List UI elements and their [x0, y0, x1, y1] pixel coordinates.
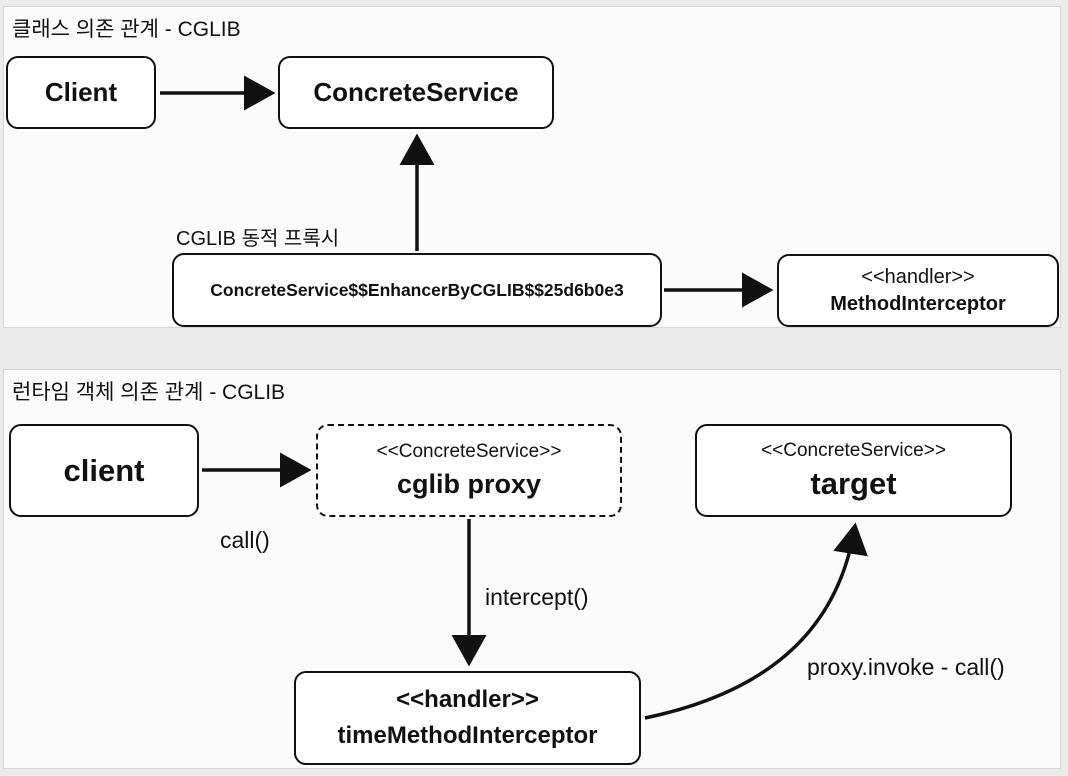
cglib-proxy-label: cglib proxy: [396, 468, 542, 499]
cglib-proxy-stereotype: <<ConcreteService>>: [376, 440, 562, 462]
concrete-service-class-box: ConcreteService: [278, 56, 554, 129]
target-label: target: [810, 465, 897, 501]
cglib-proxy-caption: CGLIB 동적 프록시: [176, 228, 340, 250]
enhancer-class-box: ConcreteService$$EnhancerByCGLIB$$25d6b0…: [172, 253, 662, 327]
time-method-interceptor-object-box: <<handler>> timeMethodInterceptor: [294, 671, 641, 765]
cglib-proxy-object-box: <<ConcreteService>> cglib proxy: [316, 424, 622, 517]
concrete-service-class-label: ConcreteService: [313, 77, 519, 107]
target-stereotype: <<ConcreteService>>: [761, 439, 946, 461]
proxy-invoke-label: proxy.invoke - call(): [807, 654, 1005, 680]
time-method-interceptor-stereotype: <<handler>>: [396, 686, 539, 713]
time-method-interceptor-label: timeMethodInterceptor: [337, 722, 598, 749]
client-object-label: client: [63, 452, 145, 488]
class-panel-title: 클래스 의존 관계 - CGLIB: [12, 18, 241, 41]
runtime-panel-title: 런타임 객체 의존 관계 - CGLIB: [12, 381, 286, 404]
client-class-box: Client: [6, 56, 156, 129]
enhancer-class-label: ConcreteService$$EnhancerByCGLIB$$25d6b0…: [210, 279, 624, 300]
method-interceptor-label: MethodInterceptor: [830, 292, 1006, 315]
client-class-label: Client: [44, 77, 118, 107]
method-interceptor-stereotype: <<handler>>: [861, 265, 975, 288]
client-object-box: client: [9, 424, 199, 517]
target-object-box: <<ConcreteService>> target: [695, 424, 1012, 517]
method-interceptor-class-box: <<handler>> MethodInterceptor: [777, 254, 1059, 327]
intercept-label: intercept(): [485, 584, 589, 610]
call-label: call(): [220, 527, 270, 553]
arrow-interceptor-to-target: [644, 522, 868, 720]
